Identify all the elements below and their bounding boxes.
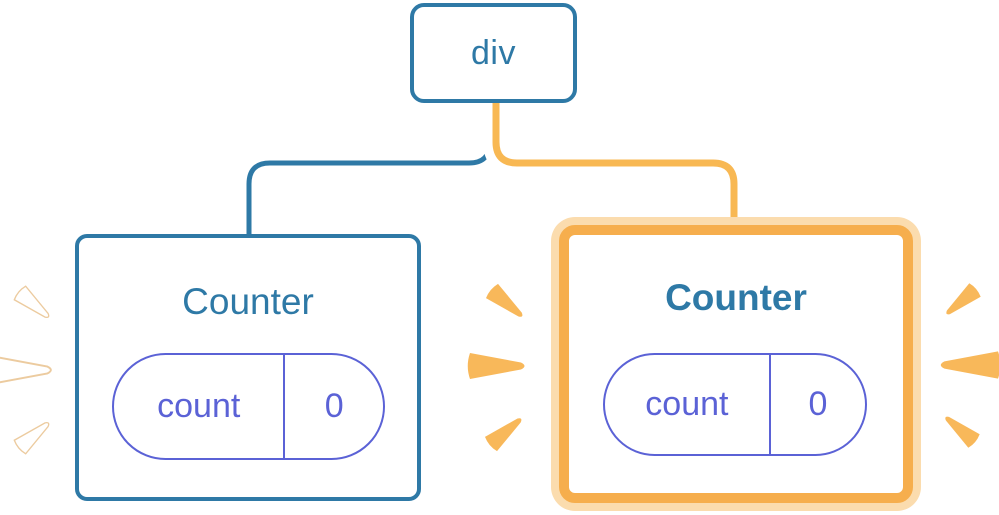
state-key: count xyxy=(157,387,241,425)
counter-card-right: Counter count 0 xyxy=(559,225,913,503)
sparkle-icon xyxy=(940,282,982,321)
sparkle-icon xyxy=(940,351,999,379)
sparkle-icon xyxy=(0,356,52,384)
sparkle-icon xyxy=(483,411,528,453)
state-value-cell: 0 xyxy=(285,355,383,458)
tree-edge-left xyxy=(246,101,493,236)
state-key: count xyxy=(645,385,729,423)
tree-edge-right xyxy=(492,99,738,226)
sparkle-burst-right-inner-icon xyxy=(467,282,529,453)
state-pill: count 0 xyxy=(603,353,867,456)
state-value-cell: 0 xyxy=(771,355,865,454)
sparkle-icon xyxy=(12,415,55,456)
counter-card-left: Counter count 0 xyxy=(75,234,421,501)
sparkle-burst-left-white-icon xyxy=(0,284,55,456)
state-value: 0 xyxy=(324,387,344,425)
root-node-label: div xyxy=(471,33,516,72)
state-key-cell: count xyxy=(114,355,286,458)
sparkle-burst-right-outer-icon xyxy=(939,282,999,449)
state-key-cell: count xyxy=(605,355,771,454)
sparkle-icon xyxy=(939,410,981,449)
sparkle-icon xyxy=(467,353,525,379)
counter-title: Counter xyxy=(182,281,314,322)
root-node: div xyxy=(410,3,577,103)
sparkle-icon xyxy=(12,284,55,325)
sparkle-icon xyxy=(484,282,529,324)
state-value: 0 xyxy=(808,385,828,423)
counter-title: Counter xyxy=(665,277,807,318)
state-pill: count 0 xyxy=(112,353,385,460)
